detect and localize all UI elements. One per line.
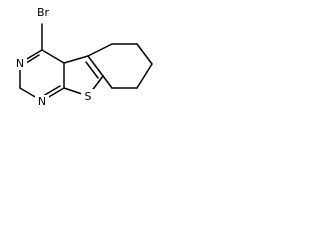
bond-c6-c7 (136, 43, 153, 65)
bond-c9-c8a (102, 75, 113, 89)
sulfur-label: S (85, 90, 92, 103)
bond-c4b-c8a-double (85, 61, 99, 79)
bond-c4a-c4 (41, 49, 65, 64)
chemical-structure: Br N N S (13, 5, 153, 108)
atom-labels: Br N N S (13, 5, 95, 108)
bond-c4a-c4b (63, 55, 89, 64)
bond-c4b-c8a (87, 55, 104, 77)
bond-n1-c7a-double (42, 85, 61, 97)
nitrogen-lower-label: N (38, 95, 46, 108)
bromine-label: Br (37, 6, 50, 19)
nitrogen-upper-label: N (16, 57, 24, 70)
bond-c7-c8 (136, 63, 153, 89)
bond-c4b-c5 (87, 43, 113, 57)
